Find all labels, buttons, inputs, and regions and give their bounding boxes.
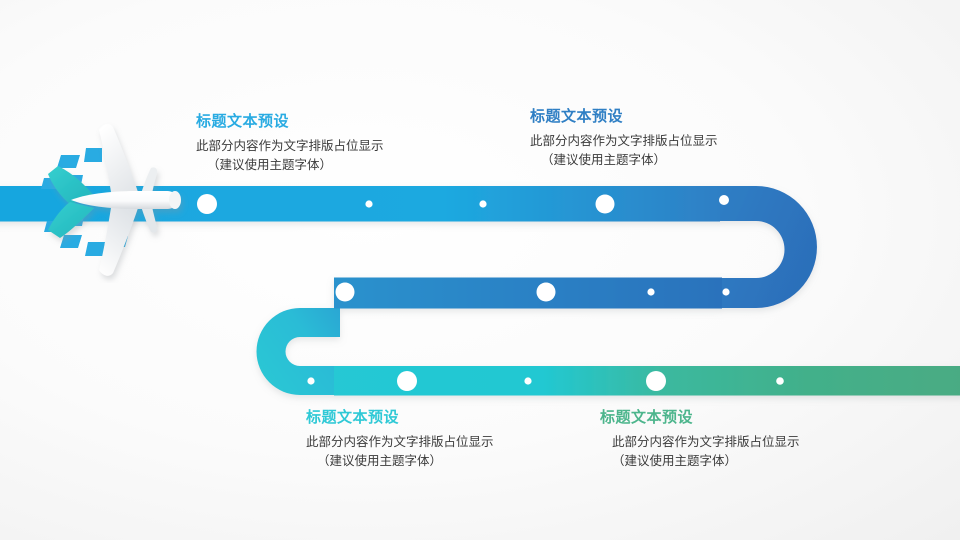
milestone-dot-small bbox=[524, 377, 532, 385]
milestone-dot-large bbox=[536, 282, 556, 302]
milestone-dot-small bbox=[722, 288, 730, 296]
airplane-wing-upper bbox=[99, 124, 138, 192]
milestone-dot-large bbox=[197, 194, 217, 214]
callout-line-2a: 此部分内容作为文字排版占位显示 bbox=[530, 132, 718, 148]
airplane-nose bbox=[169, 191, 181, 209]
milestone-dot-small bbox=[719, 195, 729, 205]
speed-fleck bbox=[84, 148, 102, 162]
callout-title-2: 标题文本预设 bbox=[530, 107, 624, 125]
callout-title-1: 标题文本预设 bbox=[196, 112, 290, 130]
milestone-dot-large bbox=[335, 282, 355, 302]
callout-block-2: 标题文本预设 此部分内容作为文字排版占位显示 （建议使用主题字体） bbox=[530, 107, 820, 170]
callout-line-4a: 此部分内容作为文字排版占位显示 bbox=[612, 433, 800, 449]
milestone-dot-small bbox=[479, 200, 487, 208]
milestone-dots bbox=[197, 194, 784, 391]
speed-fleck bbox=[57, 155, 80, 168]
milestone-dot-small bbox=[776, 377, 784, 385]
callout-line-3b: （建议使用主题字体） bbox=[317, 453, 443, 469]
airplane-fuselage bbox=[71, 191, 179, 209]
road-turn-right bbox=[714, 186, 817, 308]
milestone-dot-small bbox=[307, 377, 315, 385]
callout-block-4: 标题文本预设 此部分内容作为文字排版占位显示 （建议使用主题字体） bbox=[600, 408, 890, 471]
airplane-stabilizer-lower bbox=[141, 206, 158, 233]
airplane-icon bbox=[41, 124, 181, 276]
road-segment-middle bbox=[334, 277, 722, 309]
milestone-dot-large bbox=[595, 194, 615, 214]
milestone-dot-small bbox=[647, 288, 655, 296]
callout-block-1: 标题文本预设 此部分内容作为文字排版占位显示 （建议使用主题字体） bbox=[196, 112, 486, 175]
airplane-wing-lower bbox=[99, 208, 138, 276]
callout-line-2b: （建议使用主题字体） bbox=[541, 152, 667, 168]
airplane-tail-lower bbox=[48, 202, 94, 238]
speed-fleck bbox=[60, 235, 82, 248]
callout-line-4b: （建议使用主题字体） bbox=[612, 453, 738, 469]
callout-line-1b: （建议使用主题字体） bbox=[207, 157, 333, 173]
speed-fleck bbox=[85, 242, 105, 256]
milestone-dot-large bbox=[646, 371, 666, 391]
airplane-tail-upper bbox=[48, 166, 94, 204]
callout-line-1a: 此部分内容作为文字排版占位显示 bbox=[196, 137, 384, 153]
milestone-dot-large bbox=[397, 371, 417, 391]
milestone-dot-small bbox=[365, 200, 373, 208]
callout-line-3a: 此部分内容作为文字排版占位显示 bbox=[306, 433, 494, 449]
road-turn-left bbox=[256, 277, 340, 395]
airplane-stabilizer-upper bbox=[141, 167, 158, 194]
callout-title-3: 标题文本预设 bbox=[306, 408, 400, 426]
callout-block-3: 标题文本预设 此部分内容作为文字排版占位显示 （建议使用主题字体） bbox=[306, 408, 596, 471]
callout-title-4: 标题文本预设 bbox=[600, 408, 694, 426]
